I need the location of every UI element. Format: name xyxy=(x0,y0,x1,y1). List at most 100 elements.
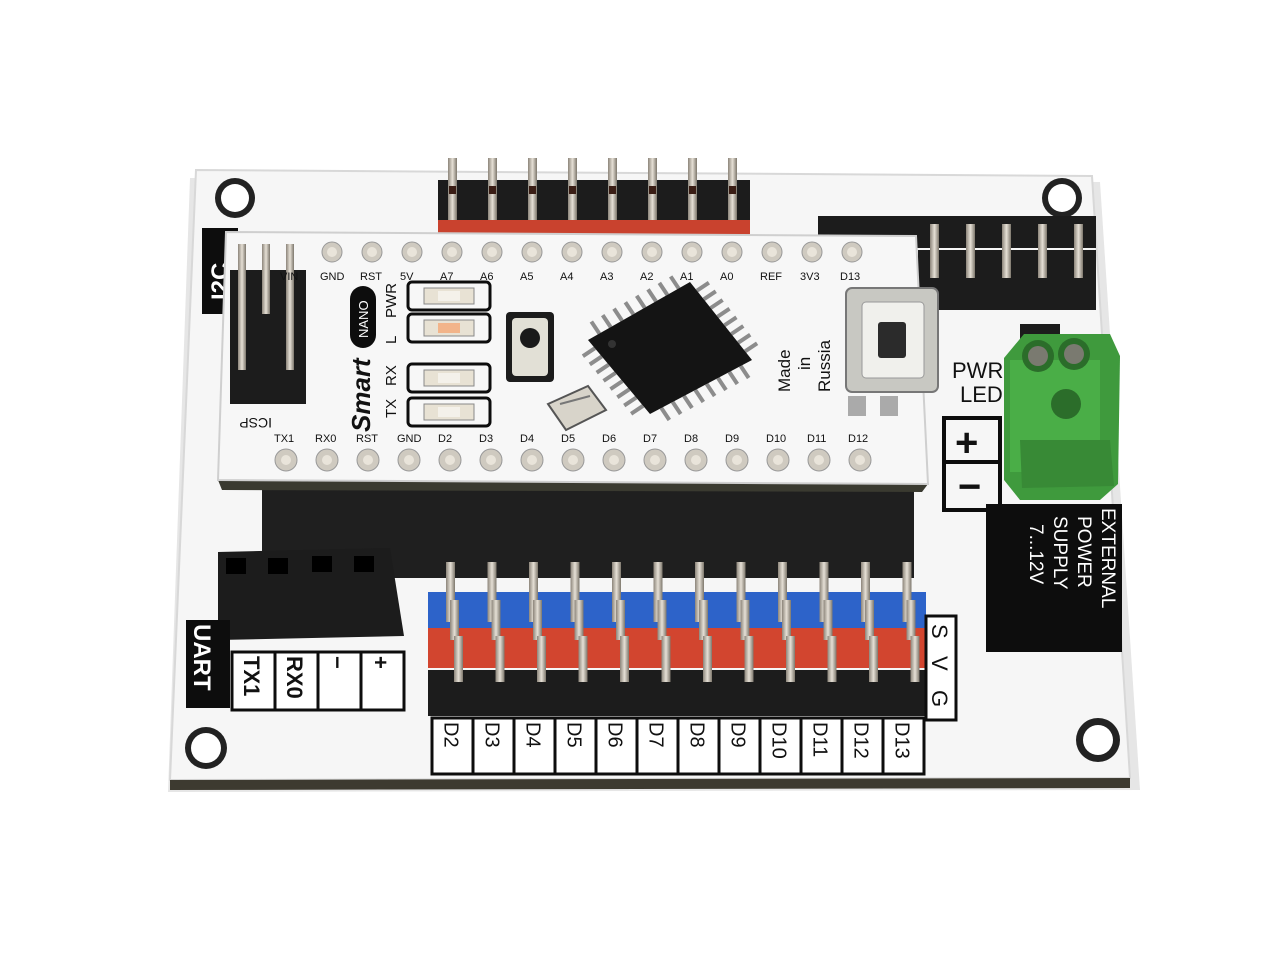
header-pin xyxy=(778,562,787,622)
uart-pin-label-3: + xyxy=(368,656,393,669)
power-polarity: + − xyxy=(942,416,1002,512)
digital-header-strip xyxy=(428,562,926,716)
header-pin xyxy=(495,636,505,682)
uart-pin-label-1: RX0 xyxy=(282,656,307,699)
nano-bottom-label-d5: D5 xyxy=(561,433,575,445)
header-pin xyxy=(744,636,754,682)
nano-top-label-rst: RST xyxy=(360,271,382,283)
header-pin xyxy=(819,562,829,622)
header-pin xyxy=(736,562,746,622)
nano-bottom-label-d11: D11 xyxy=(807,433,826,445)
header-pin xyxy=(574,600,584,640)
crystal xyxy=(546,384,608,432)
nano-top-label-a3: A3 xyxy=(600,271,613,283)
right-header xyxy=(818,216,1096,310)
nano-top-label-ref: REF xyxy=(760,271,782,283)
led-box xyxy=(406,396,492,428)
header-pin xyxy=(782,600,791,640)
header-pin xyxy=(865,600,874,640)
header-pin xyxy=(578,636,588,682)
nano-bottom-label-d9: D9 xyxy=(725,433,739,445)
header-pin xyxy=(487,562,497,622)
nano-bottom-label-d10: D10 xyxy=(766,433,786,445)
header-pin xyxy=(823,600,833,640)
nano-top-label-d13: D13 xyxy=(840,271,860,283)
svg-label-g: G xyxy=(927,690,952,707)
header-pin xyxy=(570,562,580,622)
nano-top-label-a2: A2 xyxy=(640,271,653,283)
pin-shadow xyxy=(569,186,576,194)
digital-pin-label-d12: D12 xyxy=(850,722,872,759)
plus-sign: + xyxy=(955,421,978,465)
header-pin xyxy=(653,562,663,622)
header-pin xyxy=(529,562,538,622)
nano-top-label-vin: VIN xyxy=(280,271,298,283)
header-pin xyxy=(491,600,501,640)
header-pin xyxy=(786,636,795,682)
nano-bottom-label-rst: RST xyxy=(356,433,378,445)
digital-pin-label-d3: D3 xyxy=(481,722,503,748)
digital-pin-label-d11: D11 xyxy=(809,722,831,757)
header-pin xyxy=(446,562,455,622)
header-pin xyxy=(906,600,916,640)
reset-button-icon[interactable] xyxy=(506,312,554,382)
nano-bottom-label-d3: D3 xyxy=(479,433,493,445)
led-label-l: L xyxy=(383,336,400,344)
made-in-2: in xyxy=(795,357,814,370)
nano-top-label-a1: A1 xyxy=(680,271,693,283)
nano-bottom-label-d12: D12 xyxy=(848,433,868,445)
nano-top-label-a0: A0 xyxy=(720,271,733,283)
shield-top-pins xyxy=(448,158,737,220)
icsp-label: ICSP xyxy=(239,415,272,431)
pin-shadow xyxy=(489,186,496,194)
nano-top-label-a7: A7 xyxy=(440,271,453,283)
digital-pin-label-d9: D9 xyxy=(727,722,749,748)
led-box xyxy=(406,280,492,312)
usb-port-icon[interactable] xyxy=(845,287,939,416)
header-pin xyxy=(1002,224,1011,278)
header-pin xyxy=(661,636,671,682)
pin-shadow xyxy=(689,186,696,194)
svg-labels: S V G xyxy=(924,614,958,722)
nano-top-label-3v3: 3V3 xyxy=(800,271,820,283)
nano-bottom-label-d7: D7 xyxy=(643,433,657,445)
header-pin xyxy=(616,600,625,640)
power-label-2: POWER xyxy=(1073,516,1094,588)
header-pin xyxy=(703,636,712,682)
led-label-tx: TX xyxy=(383,399,400,418)
header-pin xyxy=(1074,224,1083,278)
header-pin xyxy=(966,224,975,278)
digital-pin-label-d13: D13 xyxy=(891,722,913,759)
header-pin xyxy=(537,636,546,682)
header-pin xyxy=(454,636,463,682)
header-pin xyxy=(612,562,621,622)
header-pin xyxy=(869,636,878,682)
nano-top-label-5v: 5V xyxy=(400,271,414,283)
nano-top-pins xyxy=(321,241,863,263)
header-pin xyxy=(902,562,912,622)
made-in-3: Russia xyxy=(815,339,834,392)
nano-bottom-label-tx1: TX1 xyxy=(274,433,294,445)
led-group: PWR L RX TX xyxy=(383,280,492,428)
pin-shadow xyxy=(449,186,456,194)
minus-sign: − xyxy=(958,465,981,509)
header-pin xyxy=(861,562,870,622)
nano-top-label-a4: A4 xyxy=(560,271,573,283)
header-pin xyxy=(699,600,708,640)
nano-top-label-a5: A5 xyxy=(520,271,533,283)
uart-label: UART xyxy=(188,624,215,691)
power-terminal-block xyxy=(1004,334,1120,500)
header-pin xyxy=(695,562,704,622)
digital-pin-label-d4: D4 xyxy=(522,722,544,748)
digital-pin-label-d8: D8 xyxy=(686,722,708,748)
digital-pin-label-d7: D7 xyxy=(645,722,667,748)
header-pin xyxy=(620,636,629,682)
nano-bottom-label-d2: D2 xyxy=(438,433,452,445)
nano-bottom-label-gnd: GND xyxy=(397,433,422,445)
digital-header-pins xyxy=(446,562,920,682)
digital-pin-label-d10: D10 xyxy=(768,722,790,759)
nano-bottom-label-d4: D4 xyxy=(520,433,534,445)
pin-shadow xyxy=(529,186,536,194)
